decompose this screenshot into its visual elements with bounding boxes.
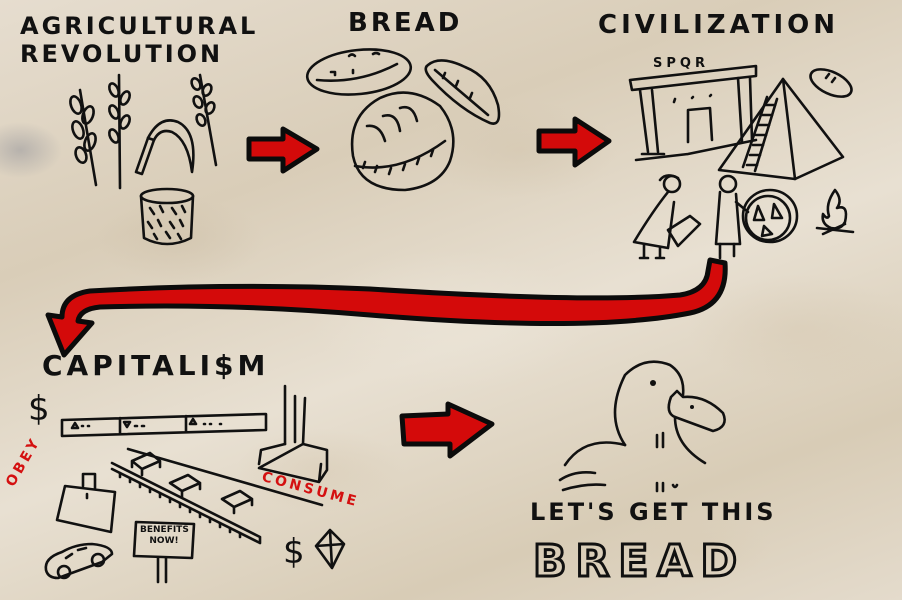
- conveyor-belt-icon: [60, 412, 268, 438]
- arrow-capitalism-to-duck: [399, 401, 495, 459]
- duck-icon: [558, 360, 726, 493]
- sickle-icon: [134, 119, 195, 176]
- bread-loaf-icon: [350, 91, 455, 192]
- temple-label: SPQR: [653, 56, 709, 71]
- stage-title-capitalism: Capitali$m: [42, 349, 270, 382]
- sign-line-2: now!: [149, 536, 179, 546]
- stage-title-civilization: Civilization: [598, 10, 840, 40]
- bread-loaf-icon: [424, 59, 501, 125]
- bread-loaf-icon: [305, 48, 413, 96]
- wheel-icon: [741, 188, 799, 244]
- title-line-1: Agricultural: [20, 12, 259, 40]
- dollar-icon: $: [28, 389, 53, 429]
- duck-caption-line-1: Let's get this: [530, 498, 777, 526]
- wheat-icon: [190, 73, 218, 167]
- temple-icon: [628, 64, 758, 162]
- wheat-icon: [69, 88, 98, 187]
- sign-line-1: Benefits: [140, 525, 189, 535]
- duck-caption-line-2: Bread: [531, 536, 747, 587]
- stage-title-agricultural-revolution: Agricultural Revolution: [20, 14, 258, 66]
- wheat-icon: [108, 73, 131, 190]
- fire-icon: [815, 188, 855, 236]
- basket-icon: [139, 187, 195, 246]
- conveyor-belt-icon: [110, 447, 324, 545]
- dollar-icon: $: [283, 532, 308, 572]
- arrow-civ-to-capitalism: [45, 257, 728, 358]
- diamond-icon: [314, 528, 346, 570]
- person-icon: [632, 174, 702, 260]
- stage-title-bread: Bread: [348, 8, 463, 38]
- car-icon: [44, 542, 114, 580]
- label-obey: Obey: [3, 434, 45, 490]
- pyramid-icon: [717, 77, 845, 181]
- bread-loaf-icon: [809, 68, 853, 98]
- arrow-agri-to-bread: [246, 126, 320, 174]
- arrow-bread-to-civ: [536, 116, 612, 168]
- title-line-2: Revolution: [20, 40, 224, 68]
- sign-icon: [132, 520, 196, 584]
- briefcase-icon: [55, 472, 117, 534]
- sign-text: Benefits now!: [140, 525, 189, 547]
- factory-icon: [257, 384, 329, 484]
